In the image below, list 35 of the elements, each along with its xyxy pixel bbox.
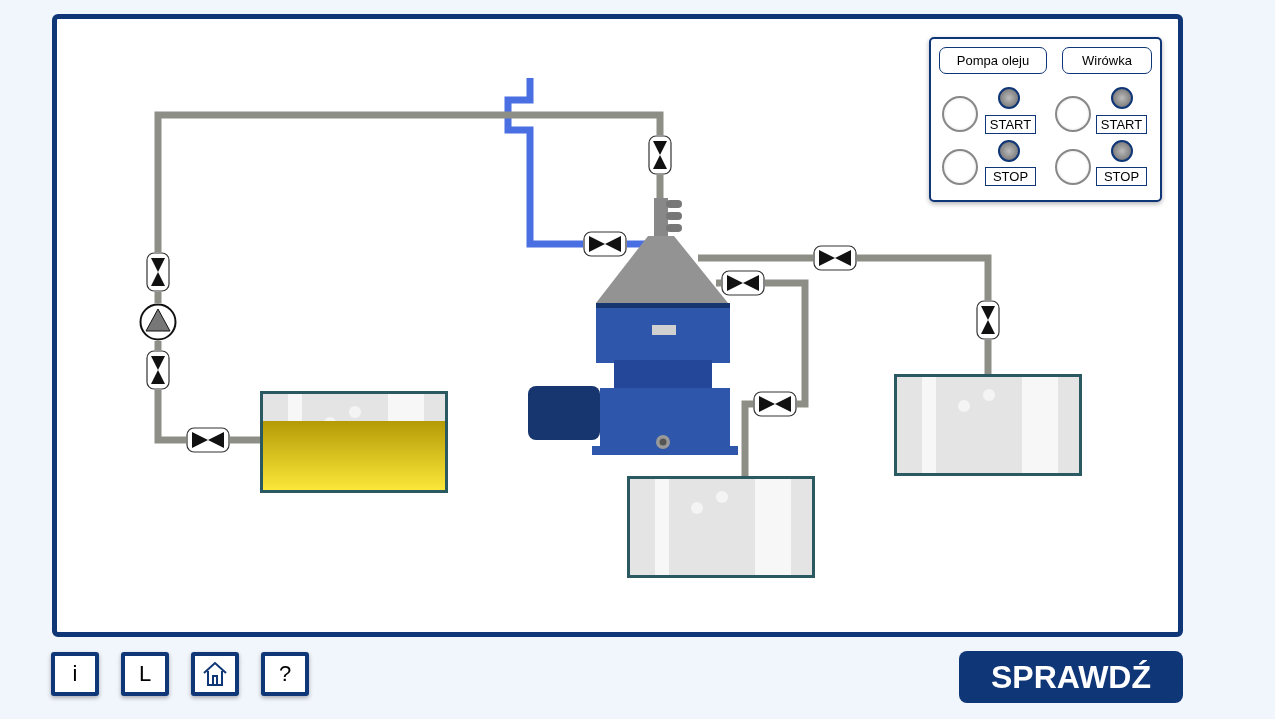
- tank: [894, 374, 1082, 476]
- pipe: [984, 340, 992, 374]
- pipe: [154, 111, 664, 252]
- tank: [260, 391, 448, 493]
- stop-label: STOP: [1096, 167, 1147, 186]
- tank: [627, 476, 815, 578]
- valve-symbol: [753, 391, 797, 417]
- pipe: [716, 279, 721, 287]
- pump-symbol: [139, 303, 177, 341]
- pipe: [656, 175, 664, 198]
- valve-symbol: [648, 135, 672, 175]
- pipe: [698, 254, 813, 262]
- pipe: [154, 390, 186, 444]
- pipe: [765, 279, 809, 408]
- valve-symbol: [186, 427, 230, 453]
- valve-symbol: [813, 245, 857, 271]
- valve-symbol: [976, 300, 1000, 340]
- pipe: [857, 254, 992, 300]
- check-button: SPRAWDŹ: [959, 651, 1183, 703]
- pipe: [627, 240, 646, 248]
- info-button: i: [51, 652, 99, 696]
- letter-button: L: [121, 652, 169, 696]
- valve-symbol: [721, 270, 765, 296]
- valve-symbol: [146, 252, 170, 292]
- help-button: ?: [261, 652, 309, 696]
- pipe: [154, 292, 162, 303]
- start-label: START: [1096, 115, 1147, 134]
- start-label: START: [985, 115, 1036, 134]
- stop-label: STOP: [985, 167, 1036, 186]
- name-plate: Pompa oleju: [939, 47, 1047, 74]
- pipe: [230, 436, 260, 444]
- name-plate: Wirówka: [1062, 47, 1152, 74]
- valve-symbol: [146, 350, 170, 390]
- pipe: [741, 400, 753, 476]
- pipe: [154, 341, 162, 350]
